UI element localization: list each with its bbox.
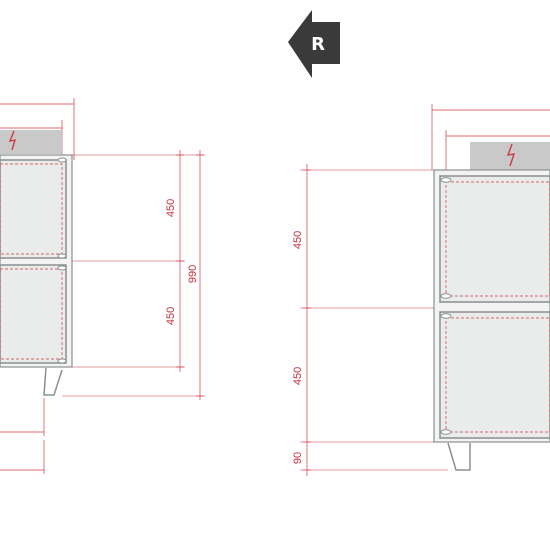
left-dim-total-height: 990 [187,265,199,283]
right-dim-lower-door: 450 [292,367,304,385]
direction-arrow: R [288,10,340,78]
left-dim-upper-door: 450 [165,199,177,217]
left-dim-lower-door: 450 [165,307,177,325]
left-arrow-icon [288,10,340,78]
upper-door [0,159,67,259]
lower-door [439,311,550,439]
cabinet-leg [447,442,471,471]
cabinet-leg [43,367,63,396]
right-cabinet-view: 450 450 90 [292,104,550,476]
right-dim-leg: 90 [292,452,304,464]
upper-door [439,175,550,303]
top-unit [0,130,62,154]
left-cabinet-view: 450 450 990 [0,98,205,474]
right-dim-upper-door: 450 [292,231,304,249]
lightning-bolt-icon [8,130,17,151]
lower-door [0,264,67,364]
direction-label: R [311,34,325,55]
lightning-bolt-icon [506,143,516,167]
